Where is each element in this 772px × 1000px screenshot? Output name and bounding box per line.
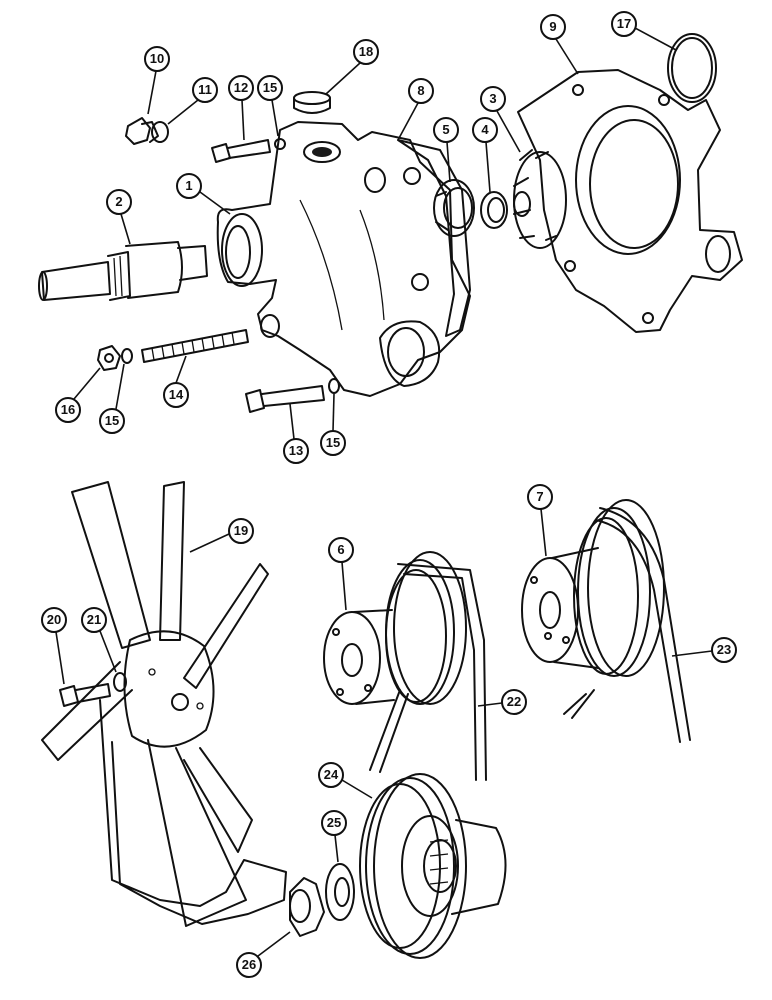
callout-12: 12 xyxy=(228,75,254,141)
svg-text:14: 14 xyxy=(169,387,184,402)
svg-text:20: 20 xyxy=(47,612,61,627)
upper-bolt xyxy=(211,139,271,163)
svg-text:1: 1 xyxy=(185,178,192,193)
stud-washer xyxy=(121,348,133,364)
callout-10: 10 xyxy=(144,46,170,115)
svg-text:15: 15 xyxy=(263,80,277,95)
callout-16: 16 xyxy=(55,367,101,423)
callout-26: 26 xyxy=(236,931,291,978)
small-pulley xyxy=(323,551,467,705)
lower-bolt xyxy=(245,385,325,413)
gasket xyxy=(397,139,471,337)
svg-text:13: 13 xyxy=(289,443,303,458)
back-plate xyxy=(517,69,743,333)
belt-small xyxy=(369,563,487,781)
svg-text:4: 4 xyxy=(481,122,489,137)
plug-washer xyxy=(151,121,169,143)
callout-7: 7 xyxy=(527,484,553,557)
lower-washer xyxy=(328,378,340,394)
callout-5: 5 xyxy=(433,117,459,183)
callout-19: 19 xyxy=(189,518,254,553)
svg-text:26: 26 xyxy=(242,957,256,972)
svg-text:15: 15 xyxy=(105,413,119,428)
seal-housing xyxy=(433,179,475,237)
svg-text:5: 5 xyxy=(442,122,449,137)
svg-text:7: 7 xyxy=(536,489,543,504)
fan xyxy=(41,481,287,927)
callout-22: 22 xyxy=(477,689,527,715)
callout-15-bottom: 15 xyxy=(320,393,346,456)
shaft-bearing xyxy=(38,241,208,301)
upper-washer xyxy=(274,138,286,150)
callout-15-left: 15 xyxy=(99,363,125,434)
fan-bolt xyxy=(59,683,111,707)
callout-23: 23 xyxy=(671,637,737,663)
callout-3: 3 xyxy=(480,86,521,153)
svg-text:6: 6 xyxy=(337,542,344,557)
crank-nut xyxy=(289,877,325,937)
callout-21: 21 xyxy=(81,607,117,673)
o-ring xyxy=(667,33,717,103)
svg-text:15: 15 xyxy=(326,435,340,450)
cap xyxy=(293,91,331,114)
callout-8: 8 xyxy=(397,78,434,141)
callout-20: 20 xyxy=(41,607,67,685)
seal xyxy=(480,191,508,229)
callout-17: 17 xyxy=(611,11,677,51)
svg-text:16: 16 xyxy=(61,402,75,417)
plug xyxy=(125,117,159,145)
crank-pulley xyxy=(359,773,507,959)
callout-9: 9 xyxy=(540,14,579,75)
callout-11: 11 xyxy=(167,77,218,125)
callout-6: 6 xyxy=(328,537,354,611)
svg-text:24: 24 xyxy=(324,767,339,782)
callout-13: 13 xyxy=(283,403,309,464)
callout-1: 1 xyxy=(176,173,231,215)
callout-18: 18 xyxy=(325,39,379,95)
svg-text:23: 23 xyxy=(717,642,731,657)
svg-text:19: 19 xyxy=(234,523,248,538)
stud xyxy=(141,329,249,363)
crank-washer xyxy=(325,863,355,921)
callout-25: 25 xyxy=(321,810,347,863)
svg-text:12: 12 xyxy=(234,80,248,95)
callout-4: 4 xyxy=(472,117,498,193)
large-pulley xyxy=(521,499,665,677)
svg-text:8: 8 xyxy=(417,83,424,98)
callout-24: 24 xyxy=(318,762,373,799)
svg-text:21: 21 xyxy=(87,612,101,627)
svg-text:10: 10 xyxy=(150,51,164,66)
svg-text:9: 9 xyxy=(549,19,556,34)
svg-text:3: 3 xyxy=(489,91,496,106)
impeller xyxy=(513,149,567,249)
callout-2: 2 xyxy=(106,189,132,245)
nut xyxy=(97,345,121,371)
svg-text:17: 17 xyxy=(617,16,631,31)
pump-body xyxy=(216,121,471,397)
belt-large xyxy=(563,507,691,743)
svg-text:18: 18 xyxy=(359,44,373,59)
svg-text:2: 2 xyxy=(115,194,122,209)
svg-text:22: 22 xyxy=(507,694,521,709)
callout-14: 14 xyxy=(163,355,189,408)
svg-text:11: 11 xyxy=(198,82,212,97)
svg-text:25: 25 xyxy=(327,815,341,830)
fan-washer xyxy=(113,672,127,692)
callout-15-top: 15 xyxy=(257,75,283,137)
